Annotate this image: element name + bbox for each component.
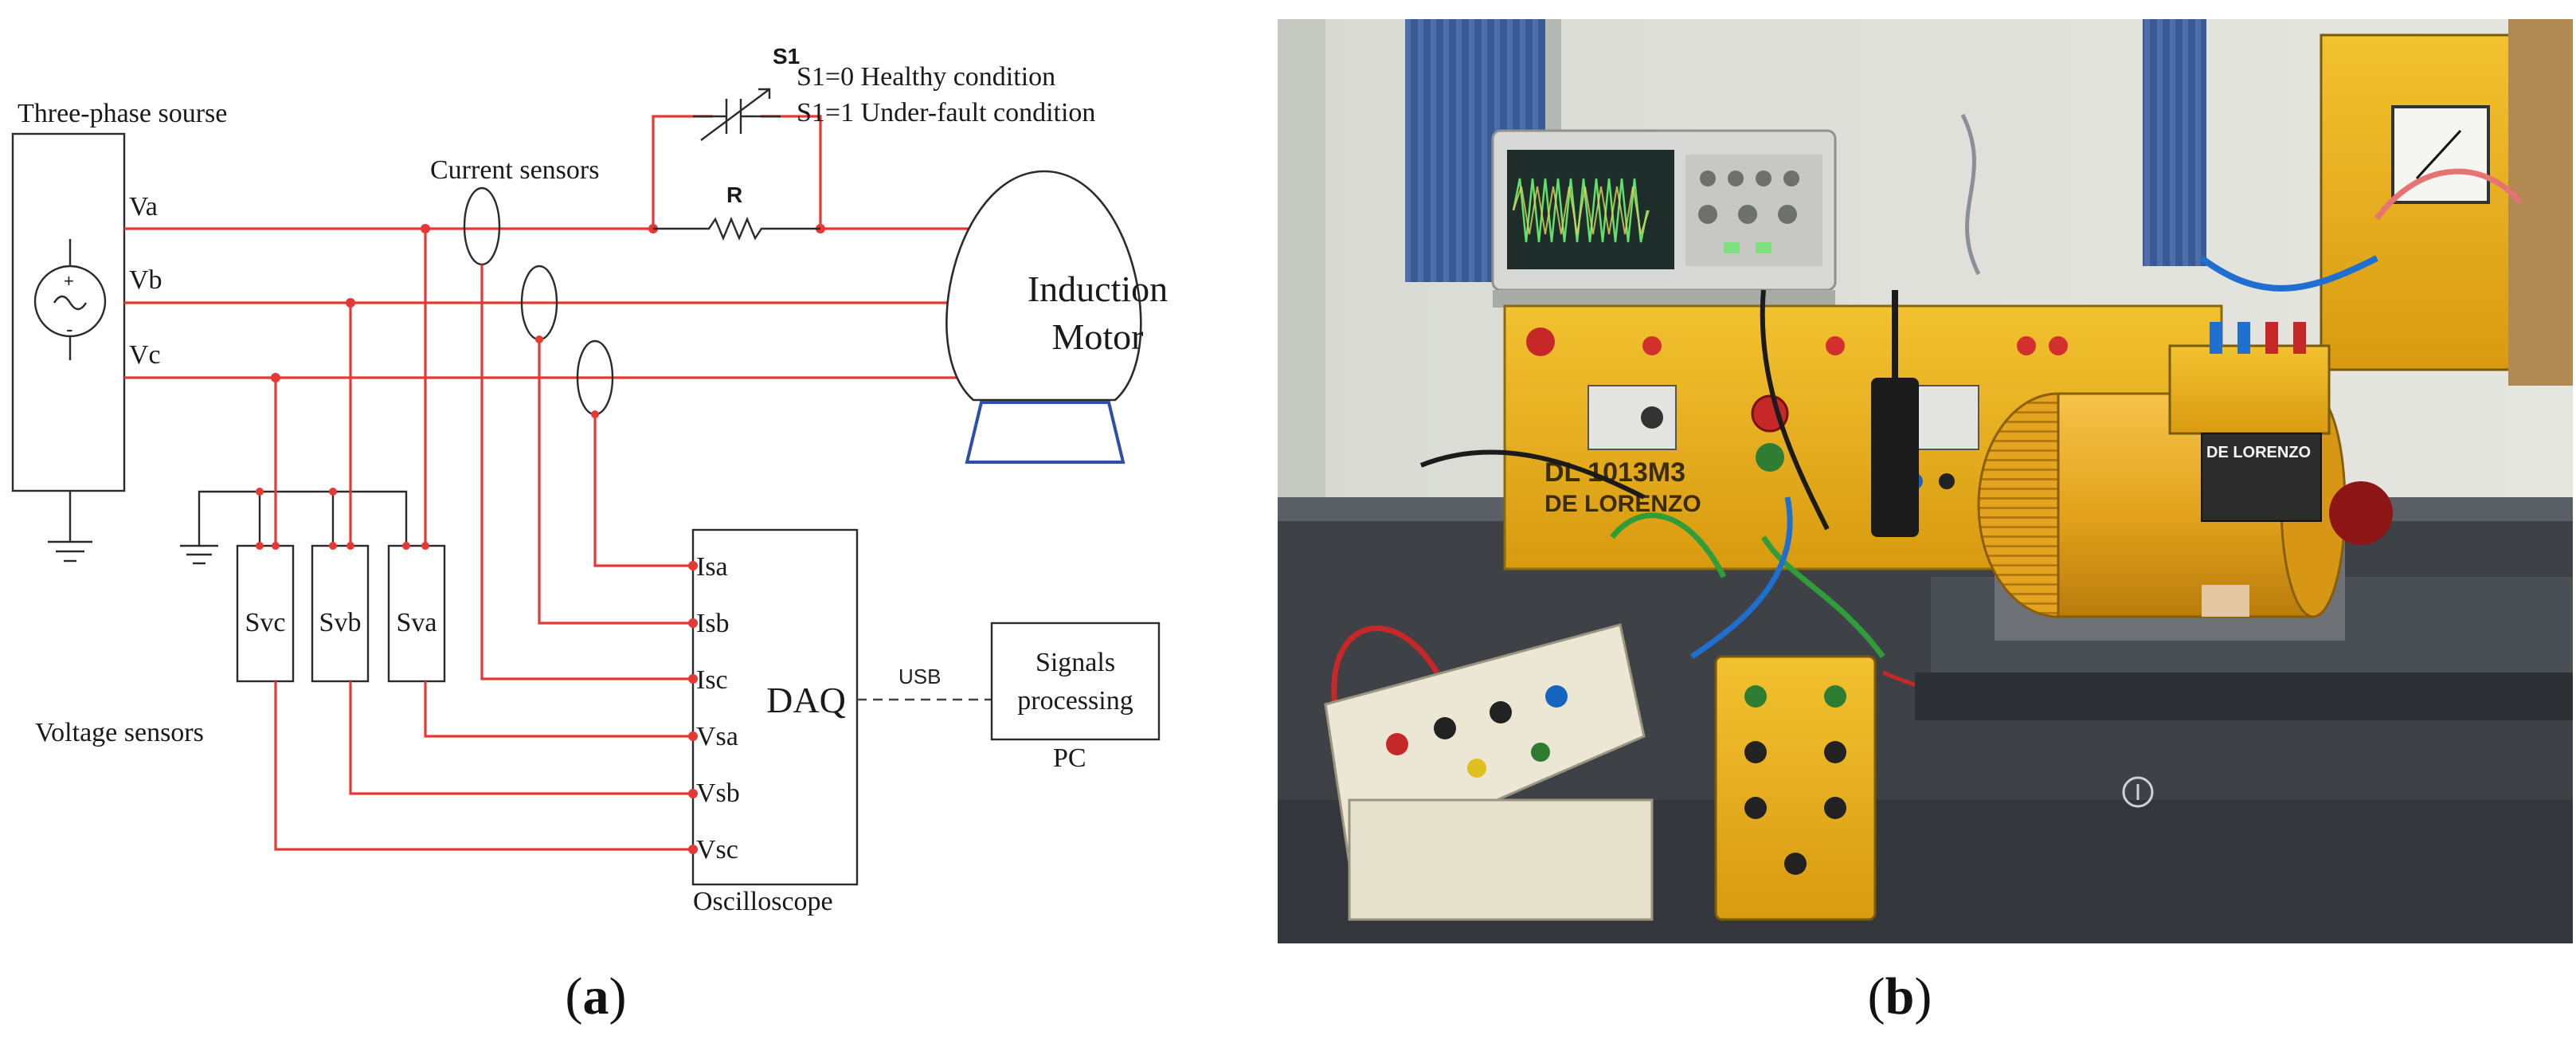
voltage-sensor-c — [236, 544, 295, 683]
resistor-label: R — [726, 182, 742, 207]
ground-icon — [48, 540, 92, 563]
sensor-c-label: Svc — [245, 608, 286, 637]
ground-icon — [180, 544, 218, 565]
daq-input-vsa: Vsa — [696, 722, 738, 751]
sensor-b-label: Svb — [319, 608, 362, 637]
current-probe — [1871, 378, 1919, 537]
motor-label-line1: Induction — [1028, 269, 1168, 309]
daq-input-isb: Isb — [696, 609, 730, 638]
three-phase-source: Three-phase sourse + - Va Vb Vc — [11, 99, 227, 563]
pc-label: PC — [1053, 743, 1086, 773]
switch-label: S1 — [773, 44, 800, 69]
daq-oscilloscope: DAQ Oscilloscope Isa Isb Isc Vsa Vsb Vsc — [274, 265, 859, 916]
svg-text:-: - — [66, 317, 73, 341]
daq-input-isc: Isc — [696, 665, 728, 695]
motor-base — [965, 401, 1126, 464]
daq-label: DAQ — [766, 680, 846, 720]
pc-link: USB Signals processing PC — [857, 622, 1161, 773]
oscilloscope-label: Oscilloscope — [693, 887, 833, 916]
source-label: Three-phase sourse — [18, 99, 227, 128]
lab-setup-photo: DL 1013M3 DE LORENZO — [1278, 19, 2573, 1025]
terminal-box — [1324, 623, 1654, 921]
caption-b: (b) — [1868, 967, 1932, 1025]
induction-motor-photo: DE LORENZO — [1915, 322, 2573, 808]
source-box — [11, 132, 126, 492]
motor-brand-label: DE LORENZO — [2206, 444, 2311, 461]
voltage-sensor-b — [311, 544, 370, 683]
daq-input-vsc: Vsc — [696, 835, 738, 865]
svg-text:+: + — [64, 271, 74, 291]
caption-a: (a) — [566, 967, 627, 1025]
photo-frame: DL 1013M3 DE LORENZO — [1278, 19, 2573, 943]
daq-input-isa: Isa — [696, 552, 728, 582]
voltage-sensors-label: Voltage sensors — [35, 718, 204, 747]
motor-nameplate — [2201, 433, 2322, 522]
induction-motor: Induction Motor — [945, 170, 1168, 464]
sensor-a-label: Sva — [397, 608, 437, 637]
circuit-schematic: Three-phase sourse + - Va Vb Vc — [11, 44, 1168, 1025]
oscilloscope — [1491, 129, 1837, 308]
voltage-sensor-a — [387, 544, 446, 683]
window-blinds — [2143, 19, 2206, 266]
pc-box-line2: processing — [1017, 686, 1133, 716]
sine-icon — [53, 295, 88, 311]
fault-switch-s1: S1 S1=0 Healthy condition S1=1 Under-fau… — [693, 44, 1095, 141]
switch-state-fault: S1=1 Under-fault condition — [797, 98, 1095, 127]
daq-box — [691, 528, 859, 886]
panel-brand-label: DE LORENZO — [1544, 491, 1701, 517]
motor-label-line2: Motor — [1052, 316, 1144, 357]
pc-box-line1: Signals — [1035, 648, 1115, 677]
resistor-r: R — [653, 182, 820, 241]
current-sensors-label: Current sensors — [430, 155, 599, 185]
daq-input-vsb: Vsb — [696, 778, 740, 808]
motor-outline — [945, 170, 1142, 402]
switch-state-healthy: S1=0 Healthy condition — [797, 62, 1055, 92]
usb-label: USB — [898, 665, 941, 688]
phase-b-label: Vb — [129, 265, 162, 295]
phase-c-label: Vc — [129, 340, 161, 370]
voltage-sensors: Svc Svb Sva Voltage sensors — [35, 224, 446, 747]
junction-box — [1714, 655, 1877, 921]
current-sensors: Current sensors — [430, 155, 614, 416]
pc-box — [990, 622, 1161, 741]
phase-a-label: Va — [129, 192, 158, 222]
current-sensor-a — [463, 186, 501, 266]
